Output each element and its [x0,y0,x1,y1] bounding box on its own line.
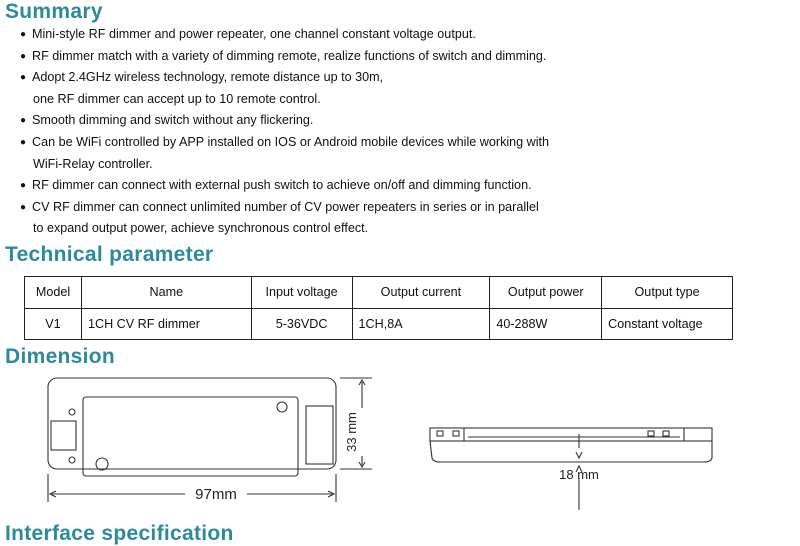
summary-item: ● Smooth dimming and switch without any … [20,110,720,132]
summary-item-text: Adopt 2.4GHz wireless technology, remote… [32,70,384,85]
top-view-drawing [47,377,372,502]
side-top-panel [429,427,713,442]
dimension-heading: Dimension [5,345,116,368]
right-terminal [305,405,334,465]
summary-item: ● Adopt 2.4GHz wireless technology, remo… [20,67,720,110]
arrow-up-icon [575,464,583,473]
summary-item-text: Mini-style RF dimmer and power repeater,… [32,27,476,41]
summary-item-continuation: one RF dimmer can accept up to 10 remote… [33,91,321,106]
summary-item: ● RF dimmer can connect with external pu… [20,175,720,197]
technical-heading: Technical parameter [5,243,214,266]
summary-heading: Summary [5,0,103,23]
summary-item: ● CV RF dimmer can connect unlimited num… [20,197,720,240]
button-icon [95,457,109,471]
left-terminal [50,420,77,451]
summary-list: ● Mini-style RF dimmer and power repeate… [20,24,720,240]
table-cell: 5-36VDC [250,307,353,340]
parameter-table: Model Name Input voltage Output current … [24,276,733,340]
bullet-icon: ● [20,115,27,127]
side-slot [647,430,655,437]
device-outline [47,377,337,470]
arrow-up-icon [358,378,366,386]
side-slot [662,430,670,437]
bullet-icon: ● [20,50,27,62]
table-header-row: Model Name Input voltage Output current … [24,276,733,309]
bullet-icon: ● [20,201,27,213]
summary-item-text: Can be WiFi controlled by APP installed … [32,134,550,149]
bullet-icon: ● [20,29,27,40]
hole-icon [68,408,76,416]
side-slot [436,430,444,437]
summary-item: ● RF dimmer match with a variety of dimm… [20,46,720,68]
arrow-down-icon [575,451,583,460]
arrow-left-icon [48,490,57,498]
table-cell: 1CH,8A [351,307,491,340]
summary-item-text: Smooth dimming and switch without any fl… [32,113,314,128]
bullet-icon: ● [20,72,27,84]
arrow-right-icon [327,490,336,498]
bullet-icon: ● [20,180,27,192]
width-label: 33 mm [344,412,359,452]
table-cell: 1CH CV RF dimmer [80,307,252,340]
summary-item: ● Mini-style RF dimmer and power repeate… [20,24,720,46]
table-cell: 40-288W [489,307,603,340]
summary-item-text: RF dimmer match with a variety of dimmin… [32,48,547,63]
summary-item-continuation: WiFi-Relay controller. [33,156,153,171]
table-row: V1 1CH CV RF dimmer 5-36VDC 1CH,8A 40-28… [24,307,733,340]
summary-item-text: CV RF dimmer can connect unlimited numbe… [32,199,539,214]
header-cell: Input voltage [250,276,353,309]
led-icon [276,401,288,413]
arrow-down-icon [358,461,366,469]
hole-icon [68,456,76,464]
table-cell: Constant voltage [601,307,733,340]
interface-heading: Interface specification [5,522,234,545]
side-slot [452,430,460,437]
device-label-panel [82,396,299,477]
summary-item-continuation: to expand output power, achieve synchron… [33,221,369,236]
side-view-drawing [429,427,713,510]
summary-item: ● Can be WiFi controlled by APP installe… [20,132,720,175]
length-label: 97mm [195,486,237,503]
height-label: 18 mm [559,467,599,482]
bullet-icon: ● [20,136,27,148]
side-body-outline [429,440,713,463]
summary-item-text: RF dimmer can connect with external push… [32,178,532,193]
header-cell: Output type [601,276,733,309]
table-cell: V1 [24,307,82,340]
dimension-drawing: 97mm 33 mm 18 mm [47,377,713,510]
